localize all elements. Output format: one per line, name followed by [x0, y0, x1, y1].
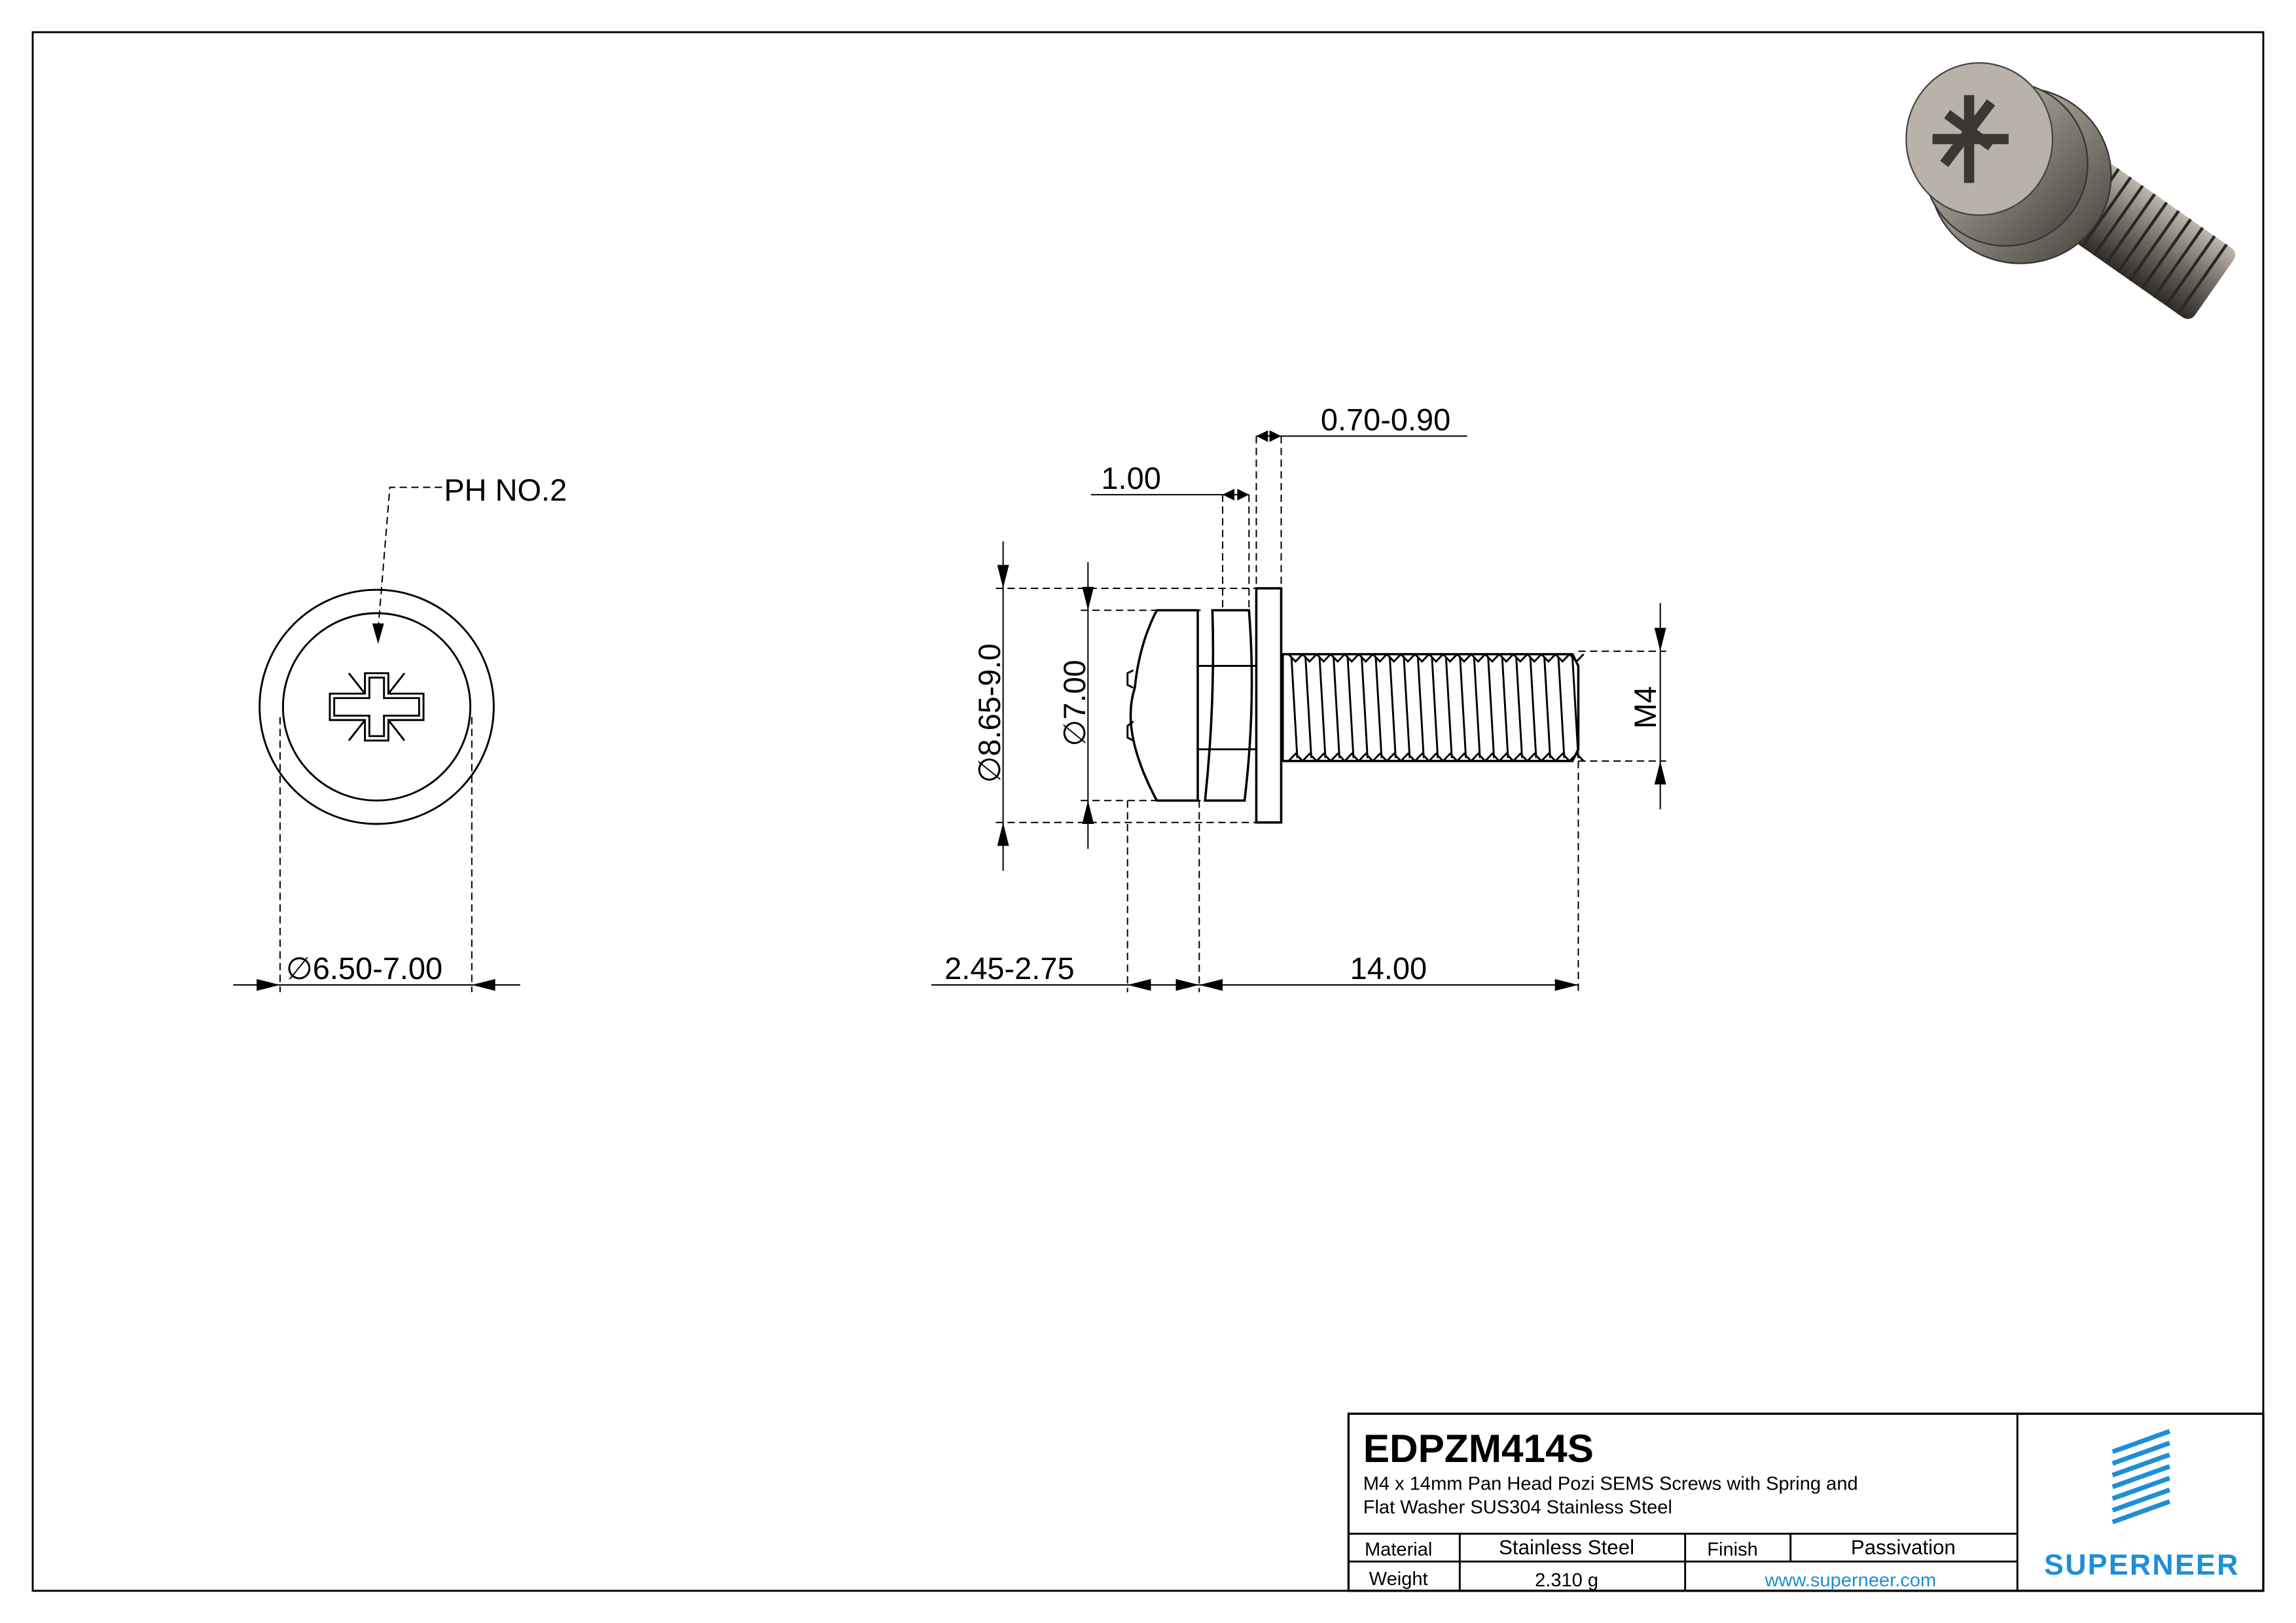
flat-washer-thickness-dimension: 0.70-0.90 — [1321, 402, 1450, 437]
finish-label: Finish — [1707, 1539, 1758, 1560]
weight-value: 2.310 g — [1535, 1570, 1598, 1591]
pozi-drive-icon — [329, 672, 425, 741]
pan-head — [1129, 609, 1199, 802]
title-block: EDPZM414S M4 x 14mm Pan Head Pozi SEMS S… — [1347, 1412, 2265, 1592]
website-link[interactable]: www.superneer.com — [1765, 1570, 1937, 1591]
thread-crest — [1330, 653, 1346, 762]
thread-size-dimension: M4 — [1628, 686, 1662, 728]
thread-crest — [1526, 653, 1543, 762]
drive-type-label: PH NO.2 — [444, 473, 567, 507]
thread-crest — [1428, 653, 1444, 762]
screw-3d-render — [1905, 62, 2236, 319]
description-line-1: M4 x 14mm Pan Head Pozi SEMS Screws with… — [1363, 1474, 1858, 1495]
weight-label: Weight — [1369, 1569, 1428, 1590]
thread-crest — [1302, 653, 1318, 762]
thread-crest — [1442, 653, 1458, 762]
flat-washer-diameter-dimension: ∅8.65-9.0 — [972, 643, 1007, 783]
finish-value: Passivation — [1851, 1536, 1956, 1559]
thread-crest — [1470, 653, 1486, 762]
thread-crest — [1541, 653, 1556, 762]
thread-crest — [1386, 653, 1402, 762]
spring-washer — [1204, 609, 1253, 802]
flat-washer — [1255, 587, 1283, 824]
drawing-border — [31, 31, 2265, 1592]
thread-crest — [1554, 653, 1571, 762]
part-number: EDPZM414S — [1363, 1426, 1594, 1471]
superneer-logo-icon — [2111, 1429, 2171, 1525]
side-view: 0.70-0.90 1.00 ∅8.65-9.0 ∅7.00 M4 2.45-2… — [931, 402, 1666, 993]
spring-washer-thickness-dimension: 1.00 — [1101, 461, 1160, 495]
thread-crest — [1372, 653, 1388, 762]
thread-crest — [1498, 653, 1515, 762]
material-label: Material — [1365, 1539, 1432, 1560]
front-view: ∅6.50-7.00 PH NO.2 — [233, 473, 567, 993]
spring-washer-diameter-dimension: ∅7.00 — [1057, 660, 1092, 746]
head-diameter-dimension: ∅6.50-7.00 — [286, 951, 442, 986]
material-value: Stainless Steel — [1499, 1536, 1634, 1559]
thread-crest — [1484, 653, 1500, 762]
thread-crest — [1287, 653, 1304, 762]
thread-crest — [1414, 653, 1430, 762]
thread-crest — [1400, 653, 1416, 762]
thread-crest — [1357, 653, 1374, 762]
thread-crest — [1344, 653, 1360, 762]
length-dimension: 14.00 — [1350, 951, 1427, 986]
thread-crest — [1456, 653, 1472, 762]
brand-name: SUPERNEER — [2044, 1549, 2239, 1581]
thread-crest — [1316, 653, 1332, 762]
description-line-2: Flat Washer SUS304 Stainless Steel — [1363, 1497, 1672, 1518]
thread-crest — [1568, 653, 1585, 762]
thread-crest — [1513, 653, 1528, 762]
head-height-dimension: 2.45-2.75 — [944, 951, 1074, 986]
